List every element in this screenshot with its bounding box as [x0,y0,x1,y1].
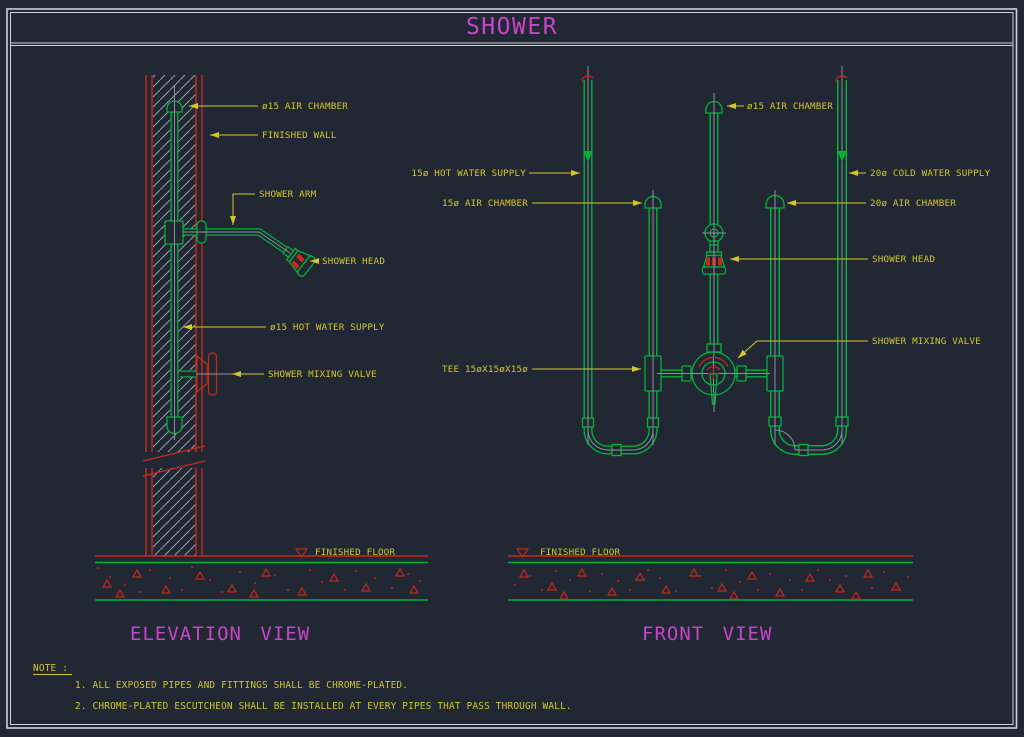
flow-arrow-cold [837,151,847,162]
front-concrete-hatch [514,568,909,600]
front-floor [508,548,913,601]
label-elev-air-chamber: ø15 AIR CHAMBER [262,101,348,112]
label-elev-shower-head: SHOWER HEAD [322,256,385,267]
front-red-details [581,75,848,379]
note-item-1: 1. ALL EXPOSED PIPES AND FITTINGS SHALL … [75,680,408,691]
datum-triangle [515,548,530,559]
label-elev-hot-water: ø15 HOT WATER SUPPLY [270,322,385,333]
label-elev-shower-arm: SHOWER ARM [259,189,317,200]
label-front-mixing-valve: SHOWER MIXING VALVE [872,336,981,347]
front-view-title: FRONT VIEW [642,623,772,645]
note-item-2: 2. CHROME-PLATED ESCUTCHEON SHALL BE INS… [75,701,572,712]
front-view: 15ø HOT WATER SUPPLY 15ø AIR CHAMBER ø15… [411,66,990,645]
label-elev-finished-wall: FINISHED WALL [262,130,337,141]
pipe-break-right [835,75,848,83]
elevation-leaders [183,103,319,377]
sheet-frame [6,8,1018,729]
wall-break-symbol [142,445,206,477]
label-front-cold-water: 20ø COLD WATER SUPPLY [870,168,991,179]
label-front-shower-head: SHOWER HEAD [872,254,935,265]
flow-arrow-hot [583,151,593,162]
valve-center-cross [708,368,719,379]
sheet-title: SHOWER [466,14,558,40]
note-heading: NOTE : [33,663,68,674]
label-front-finished-floor: FINISHED FLOOR [540,547,621,558]
notes-block: NOTE : 1. ALL EXPOSED PIPES AND FITTINGS… [33,663,572,712]
label-front-tee: TEE 15øX15øX15ø [442,364,528,375]
pipe-break-left [581,75,594,83]
datum-triangle [294,548,309,559]
elevation-view-title: ELEVATION VIEW [130,623,310,645]
front-leaders [529,103,868,372]
label-elev-finished-floor: FINISHED FLOOR [315,547,396,558]
label-front-air-chamber-center: ø15 AIR CHAMBER [747,101,833,112]
label-front-hot-water: 15ø HOT WATER SUPPLY [411,168,526,179]
label-front-air-chamber-20: 20ø AIR CHAMBER [870,198,956,209]
elevation-view: ø15 AIR CHAMBER FINISHED WALL SHOWER ARM… [95,75,428,645]
cold-water-supply-pipe [770,80,847,455]
elevation-concrete-hatch [97,566,421,598]
valve-red-arc [698,356,729,367]
label-elev-mixing-valve: SHOWER MIXING VALVE [268,369,377,380]
elevation-floor [95,548,428,601]
elevation-centerlines [174,86,291,440]
hot-water-supply-pipe [583,80,658,455]
label-front-air-chamber-15: 15ø AIR CHAMBER [442,198,528,209]
